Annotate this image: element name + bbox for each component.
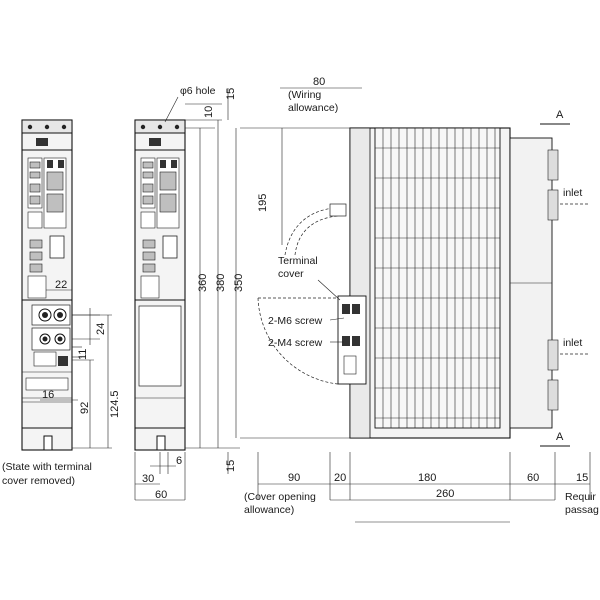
dim-10: 10: [203, 106, 215, 118]
screw-m4-label: 2-M4 screw: [268, 337, 323, 349]
dim-24: 24: [95, 323, 107, 335]
dim-180: 180: [418, 472, 436, 484]
dim-195: 195: [257, 194, 269, 212]
required-line2: passag: [565, 504, 599, 516]
dim-350: 350: [233, 274, 245, 292]
hole-label: φ6 hole: [180, 85, 216, 97]
cover-open-line1: (Cover opening: [244, 491, 316, 503]
terminal-cover-line2: cover: [278, 268, 304, 280]
bottom-dimensions: 90 20 180 60 15 260 (Cover opening allow…: [244, 452, 599, 523]
dim-16: 16: [42, 389, 54, 401]
required-line1: Requir: [565, 491, 596, 503]
dim-20: 20: [334, 472, 346, 484]
wiring-label-line1: (Wiring: [288, 89, 321, 101]
dim-15-bottom: 15: [225, 460, 237, 472]
dim-22: 22: [55, 279, 67, 291]
dim-30: 30: [142, 473, 154, 485]
inlet-top-label: inlet: [563, 187, 582, 199]
left-view-dimensions: 22 24 11 124.5 92 16 (State with termina…: [2, 279, 121, 487]
middle-view-dimensions: φ6 hole 10 360 380 350 6 30 60: [134, 85, 245, 501]
heatsink-fins: [374, 127, 501, 429]
dim-124-5: 124.5: [109, 390, 121, 418]
dim-6: 6: [176, 455, 182, 467]
side-view: 15 15 80 (Wiring allowance) 195: [225, 76, 590, 474]
dim-80: 80: [313, 76, 325, 88]
inlet-bottom-label: inlet: [563, 337, 582, 349]
terminal-cover-line1: Terminal: [278, 255, 318, 267]
front-view-cover-removed: [21, 119, 73, 451]
state-label-line2: cover removed): [2, 475, 75, 487]
section-a-bottom: A: [556, 431, 564, 443]
dim-92: 92: [79, 402, 91, 414]
cover-open-line2: allowance): [244, 504, 294, 516]
section-a-top: A: [556, 109, 564, 121]
dim-15-right: 15: [576, 472, 588, 484]
wiring-label-line2: allowance): [288, 102, 338, 114]
dim-15-top: 15: [225, 88, 237, 100]
front-view: [134, 119, 186, 451]
dim-360: 360: [197, 274, 209, 292]
dim-260: 260: [436, 488, 454, 500]
dim-60-left: 60: [155, 489, 167, 501]
dim-60-right: 60: [527, 472, 539, 484]
dim-380: 380: [215, 274, 227, 292]
state-label-line1: (State with terminal: [2, 461, 92, 473]
dim-90: 90: [288, 472, 300, 484]
dim-11: 11: [77, 349, 89, 360]
screw-m6-label: 2-M6 screw: [268, 315, 323, 327]
